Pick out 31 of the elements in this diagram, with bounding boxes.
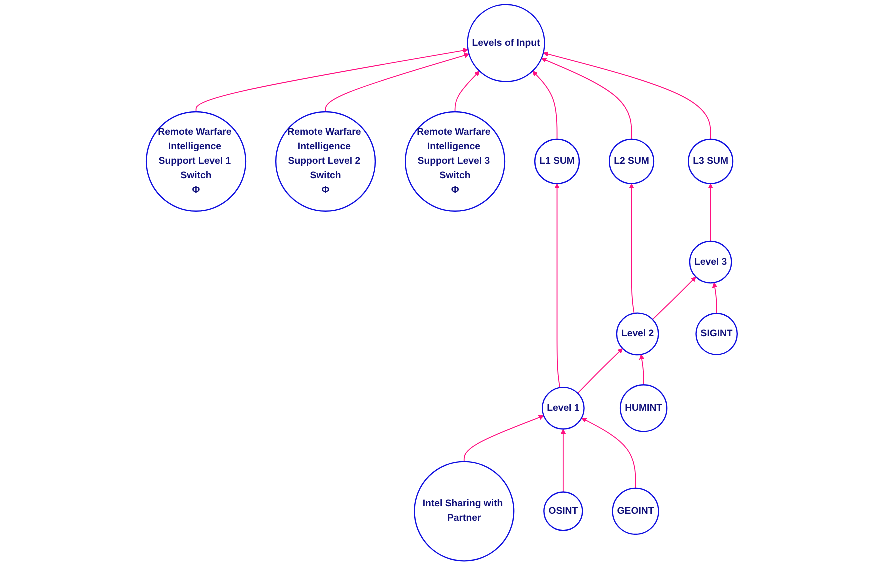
node-circle: Intel Sharing with Partner — [414, 461, 515, 562]
arrow — [582, 418, 636, 489]
node-circle: Level 1 — [542, 386, 585, 430]
node-circle: GEOINT — [612, 488, 660, 536]
arrow — [541, 58, 632, 140]
arrow — [708, 184, 714, 242]
arrow — [560, 429, 566, 493]
node-circle: Remote Warfare Intelligence Support Level 1 Switch Φ — [146, 111, 247, 212]
node-circle: Remote Warfare Intelligence Support Level 3 Switch Φ — [404, 111, 506, 212]
node-circle: L1 SUM — [534, 138, 580, 184]
arrow — [639, 354, 645, 386]
arrow — [454, 71, 480, 112]
arrow — [652, 276, 696, 320]
arrow — [532, 71, 558, 140]
arrow — [712, 282, 718, 314]
node-circle: Levels of Input — [467, 4, 546, 82]
arrow — [464, 415, 544, 462]
node-circle: Level 2 — [616, 312, 660, 356]
node-circle: OSINT — [544, 492, 584, 532]
arrow — [543, 52, 712, 140]
node-circle: HUMINT — [620, 384, 668, 432]
node-circle: Remote Warfare Intelligence Support Level 2 Switch Φ — [275, 111, 376, 212]
arrow — [629, 184, 635, 314]
node-circle: Level 3 — [689, 240, 732, 284]
node-circle: SIGINT — [696, 313, 738, 356]
arrow — [325, 53, 470, 112]
node-circle: L2 SUM — [608, 138, 655, 184]
arrow — [578, 348, 624, 394]
arrow — [196, 48, 469, 112]
node-circle: L3 SUM — [688, 138, 734, 184]
arrow — [554, 184, 561, 388]
